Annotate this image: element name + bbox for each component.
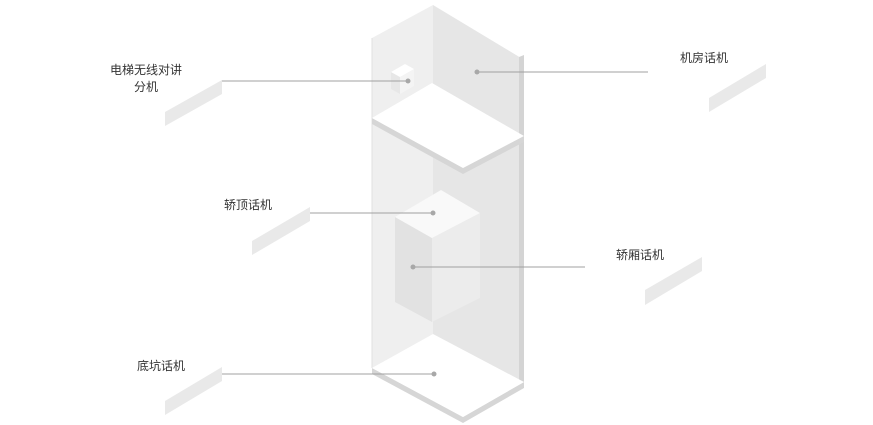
car-left-face bbox=[395, 217, 432, 322]
wireless-device-left bbox=[391, 72, 400, 94]
pit-phone-label: 底坑话机 bbox=[137, 359, 186, 373]
dot-machine-room bbox=[474, 69, 480, 75]
label-tag-machine-room bbox=[709, 64, 766, 112]
machine-room-phone-label: 机房话机 bbox=[680, 51, 729, 65]
label-tag-wireless bbox=[165, 80, 222, 126]
dot-wireless bbox=[405, 78, 411, 84]
label-tag-car-top bbox=[252, 207, 310, 255]
car-phone-label: 轿厢话机 bbox=[616, 248, 665, 262]
car-top-phone-label: 轿顶话机 bbox=[224, 198, 273, 212]
machine-room-slab bbox=[372, 83, 524, 168]
shaft-right-wall-edge bbox=[519, 55, 524, 384]
wireless-intercom-label-line1: 电梯无线对讲 bbox=[109, 63, 182, 77]
dot-car-top bbox=[430, 210, 436, 216]
wireless-device-top bbox=[391, 64, 414, 77]
pit-floor-edge bbox=[372, 368, 524, 423]
car-top-face bbox=[395, 190, 480, 238]
dot-pit bbox=[431, 371, 437, 377]
wireless-intercom-label-line2: 分机 bbox=[133, 80, 158, 94]
dot-car bbox=[410, 264, 416, 270]
machine-room-slab-edge bbox=[372, 118, 524, 174]
wireless-intercom-label: 电梯无线对讲 分机 bbox=[104, 62, 188, 96]
label-tag-car bbox=[645, 257, 702, 305]
pit-floor bbox=[372, 334, 524, 417]
label-tag-pit bbox=[165, 367, 222, 415]
